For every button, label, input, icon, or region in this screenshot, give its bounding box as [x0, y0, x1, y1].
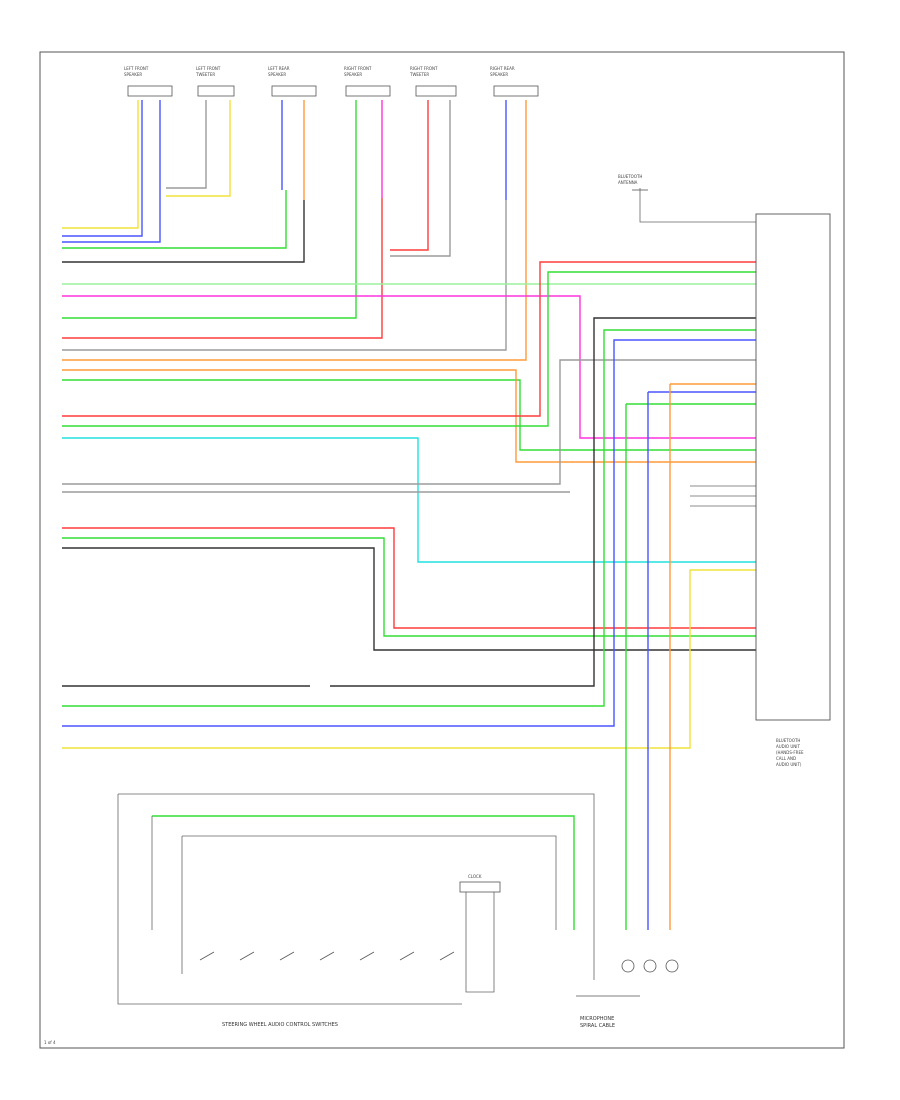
unit-side-wires [625, 383, 756, 930]
svg-text:AUDIO UNIT): AUDIO UNIT) [776, 762, 802, 767]
svg-text:TWEETER: TWEETER [409, 72, 429, 77]
svg-text:SPEAKER: SPEAKER [268, 72, 286, 77]
steering-wheel-switches: STEERING WHEEL AUDIO CONTROL SWITCHES [117, 793, 595, 1028]
svg-text:(HANDS-FREE: (HANDS-FREE [776, 750, 804, 755]
svg-text:MICROPHONE: MICROPHONE [580, 1016, 614, 1022]
svg-text:BLUETOOTH: BLUETOOTH [618, 174, 642, 179]
svg-text:TWEETER: TWEETER [195, 72, 215, 77]
svg-text:SPEAKER: SPEAKER [124, 72, 142, 77]
microphone: MICROPHONE SPIRAL CABLE [576, 959, 679, 1029]
svg-text:LEFT FRONT: LEFT FRONT [124, 66, 149, 71]
bluetooth-audio-unit: BLUETOOTH AUDIO UNIT (HANDS-FREE CALL AN… [755, 213, 831, 767]
svg-text:SPIRAL CABLE: SPIRAL CABLE [580, 1023, 615, 1029]
bluetooth-antenna: BLUETOOTH ANTENNA [618, 174, 756, 223]
svg-text:ANTENNA: ANTENNA [618, 180, 638, 185]
svg-text:RIGHT REAR: RIGHT REAR [490, 66, 515, 71]
horizontal-wires [62, 261, 756, 749]
svg-text:SPEAKER: SPEAKER [344, 72, 362, 77]
svg-text:STEERING WHEEL AUDIO CONTROL S: STEERING WHEEL AUDIO CONTROL SWITCHES [222, 1022, 338, 1028]
svg-text:RIGHT FRONT: RIGHT FRONT [344, 66, 372, 71]
page-ref: 1 of 4 [44, 1040, 56, 1045]
clock-connector: CLOCK [459, 874, 501, 993]
speaker-vertical-wires [62, 100, 527, 361]
diagram-frame [39, 51, 845, 1049]
svg-text:AUDIO UNIT: AUDIO UNIT [776, 744, 800, 749]
svg-text:RIGHT FRONT: RIGHT FRONT [410, 66, 438, 71]
svg-text:BLUETOOTH: BLUETOOTH [776, 738, 800, 743]
svg-text:CLOCK: CLOCK [468, 874, 482, 879]
svg-text:SPEAKER: SPEAKER [490, 72, 508, 77]
svg-text:LEFT FRONT: LEFT FRONT [196, 66, 221, 71]
svg-text:LEFT REAR: LEFT REAR [268, 66, 290, 71]
svg-text:CALL AND: CALL AND [776, 756, 796, 761]
